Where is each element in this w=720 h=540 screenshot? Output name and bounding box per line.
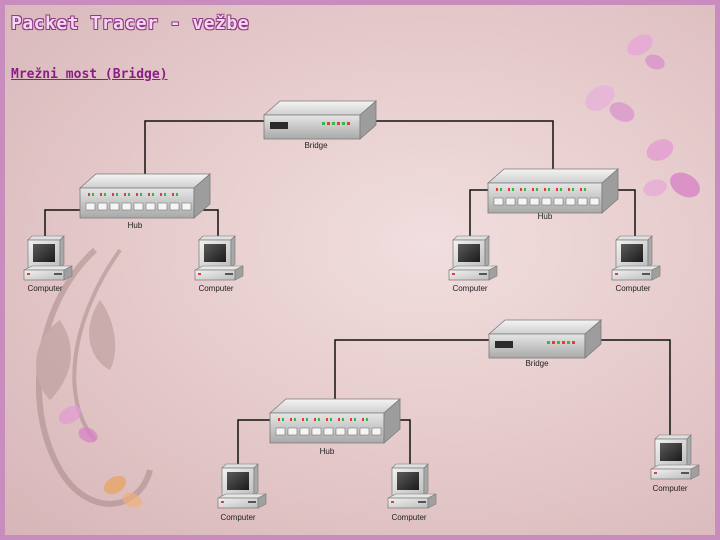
computer-label: Computer [652,484,687,493]
link-hub3-computer6 [237,419,275,468]
hub-icon [269,398,401,444]
computer-icon [217,463,267,509]
network-diagram: Bridge Hub Hub Computer Computer Compute… [23,100,700,522]
butterfly-icon [58,405,142,508]
link-bridge2-hub3 [334,339,490,405]
bridge-1: Bridge [263,100,377,150]
hub-label: Hub [538,212,553,221]
slide-title: Packet Tracer - vežbe [11,13,250,34]
bridge-label: Bridge [525,359,549,368]
computer-1: Computer [23,235,73,293]
computer-7: Computer [387,463,437,522]
computer-2: Computer [194,235,244,293]
link-hub1-computer2 [200,209,219,240]
link-hub2-computer3 [469,189,492,240]
computer-label: Computer [391,513,426,522]
hub-1: Hub [79,173,211,230]
hub-3: Hub [269,398,401,456]
computer-label: Computer [198,284,233,293]
butterfly-icon [585,34,700,198]
computer-icon [23,235,73,281]
bridge-icon [488,319,602,359]
computer-icon [611,235,661,281]
computer-label: Computer [220,513,255,522]
hub-icon [487,168,619,214]
hub-label: Hub [320,447,335,456]
computer-label: Computer [615,284,650,293]
link-bridge2-computer5 [598,339,671,440]
slide-subtitle: Mrežni most (Bridge) [11,67,168,82]
link-hub1-computer1 [44,209,85,240]
bridge-icon [263,100,377,140]
computer-label: Computer [27,284,62,293]
computer-icon [650,434,700,480]
computer-label: Computer [452,284,487,293]
hub-label: Hub [128,221,143,230]
bridge-label: Bridge [304,141,328,150]
computer-6: Computer [217,463,267,522]
computer-icon [387,463,437,509]
computer-3: Computer [448,235,498,293]
hub-2: Hub [487,168,619,221]
hub-icon [79,173,211,219]
network-links [44,120,671,468]
computer-5: Computer [650,434,700,493]
background-decoration [35,34,700,508]
computer-icon [448,235,498,281]
link-bridge1-hub1 [144,120,265,187]
computer-4: Computer [611,235,661,293]
link-bridge1-hub2 [375,120,554,180]
bridge-2: Bridge [488,319,602,368]
computer-icon [194,235,244,281]
